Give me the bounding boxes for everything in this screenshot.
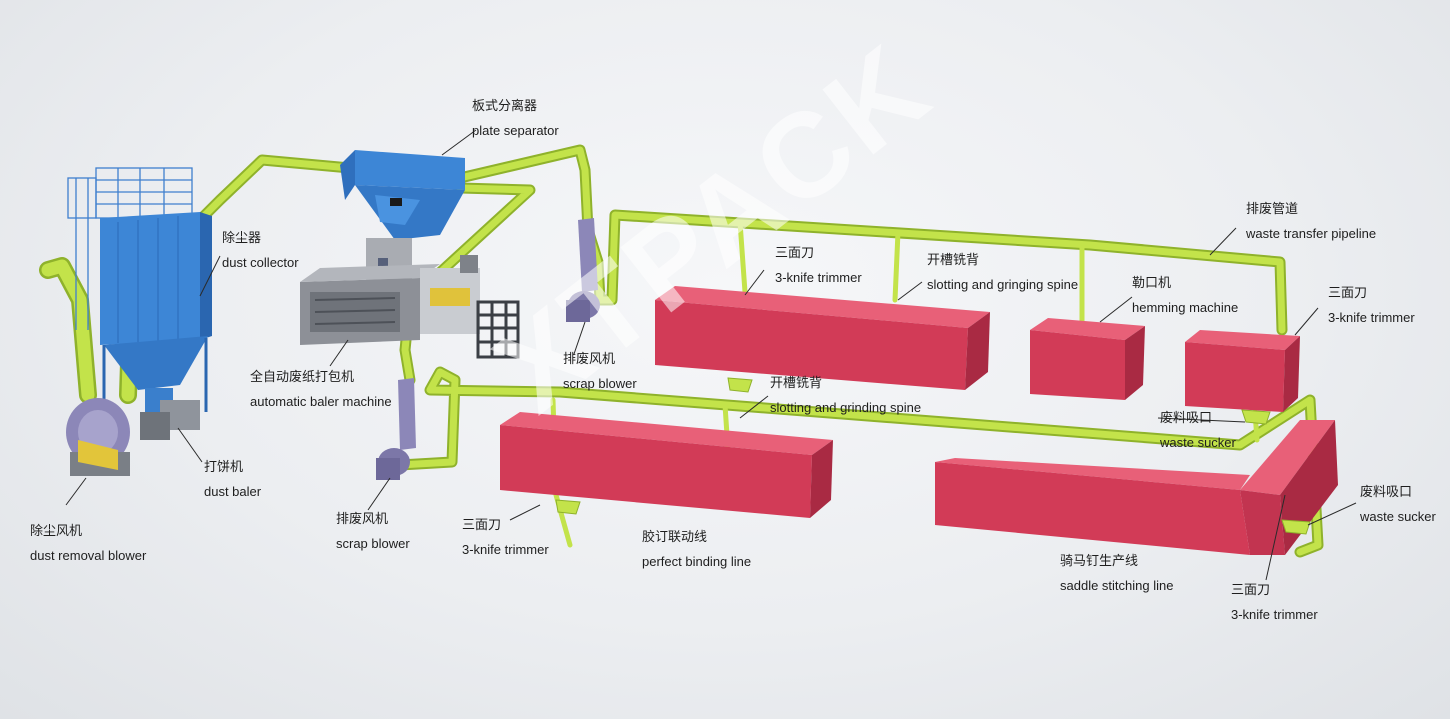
leader-lines bbox=[65, 129, 1357, 581]
pipe-separator-to-collector bbox=[189, 154, 356, 231]
block-top-line bbox=[655, 286, 990, 390]
block-hemming-machine bbox=[1030, 318, 1145, 400]
block-right-trimmer bbox=[1185, 330, 1300, 412]
scrap-blower-1 bbox=[566, 218, 600, 322]
dust-collector-unit bbox=[67, 167, 212, 440]
waste-sucker-nozzles bbox=[555, 377, 1311, 535]
automatic-baler bbox=[300, 255, 520, 359]
scrap-blower-2 bbox=[376, 378, 416, 480]
pipe-drop-slotting-top bbox=[892, 229, 901, 303]
dust-removal-blower bbox=[66, 398, 130, 476]
pipe-drop-trimmer-top bbox=[737, 219, 748, 295]
block-perfect-binding-line bbox=[500, 412, 833, 518]
